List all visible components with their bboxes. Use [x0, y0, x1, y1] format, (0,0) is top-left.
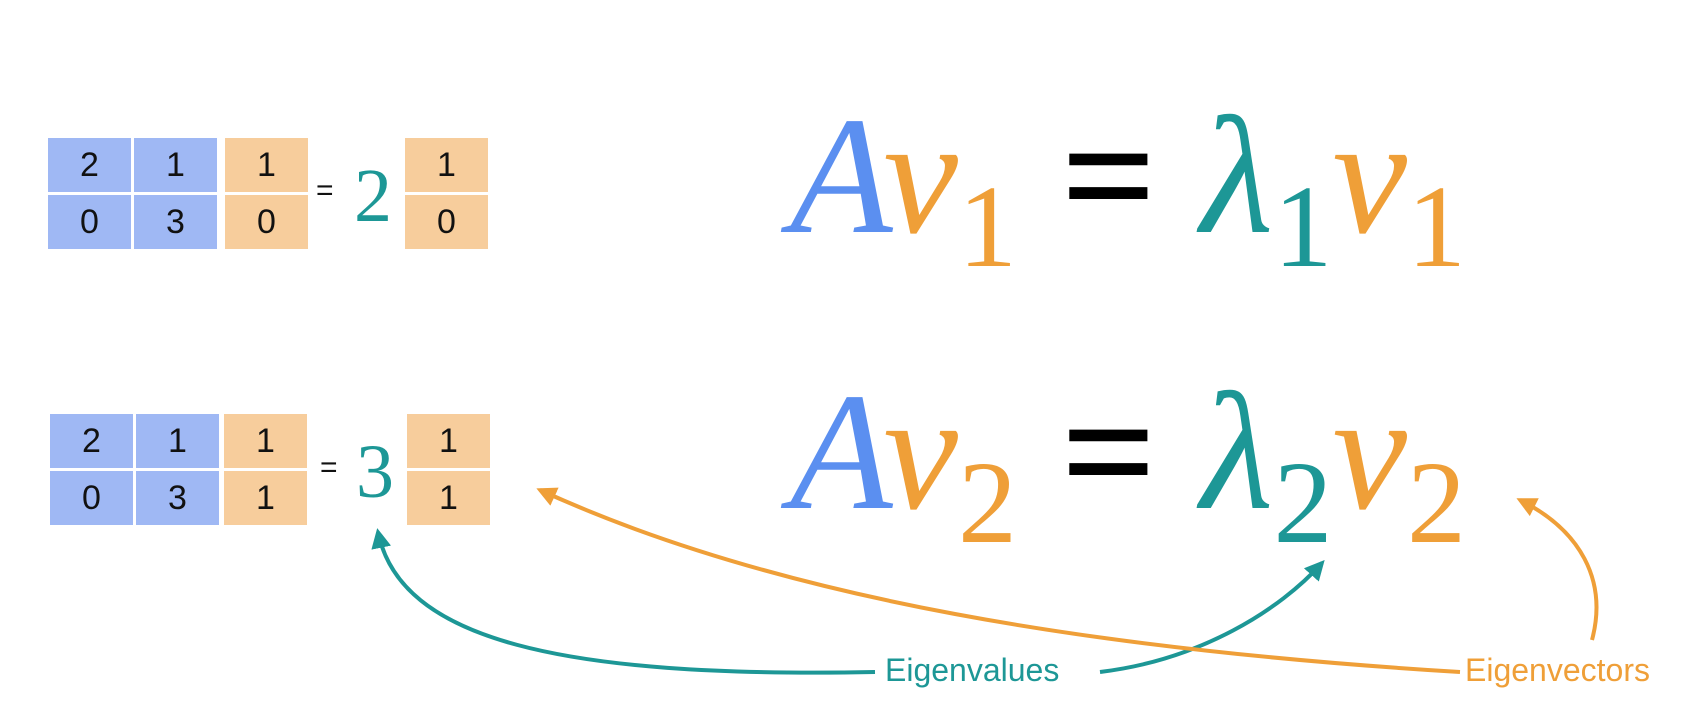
matrix-cell: 3	[134, 195, 217, 249]
matrix-a-row2: 2 1 0 3	[50, 414, 219, 525]
vector-subscript: 1	[1407, 161, 1467, 292]
vector-cell: 0	[225, 195, 308, 249]
eigen-equation-2: Av2=λ2v2	[790, 368, 1466, 562]
eigenvectors-label: Eigenvectors	[1465, 652, 1650, 688]
eigen-equation-1: Av1=λ1v1	[790, 92, 1466, 286]
vector-symbol: v	[883, 359, 958, 545]
lambda-subscript: 1	[1273, 161, 1333, 292]
equals-sign: =	[1060, 359, 1157, 545]
vector-cell: 1	[224, 414, 307, 468]
equals-sign: =	[316, 174, 334, 207]
vector-symbol: v	[883, 83, 958, 269]
vector-cell: 1	[225, 138, 308, 192]
matrix-symbol: A	[790, 83, 884, 269]
vector-cell: 1	[405, 138, 488, 192]
vector-cell: 1	[224, 471, 307, 525]
matrix-cell: 3	[136, 471, 219, 525]
eigenvector-arrow-to-vector	[536, 487, 1461, 674]
eigenvalue-scalar-1: 2	[354, 154, 392, 238]
vector-v1: 1 0	[225, 138, 308, 249]
matrix-cell: 1	[136, 414, 219, 468]
vector-v2: 1 1	[224, 414, 307, 525]
lambda-symbol: λ	[1200, 83, 1274, 269]
vector-cell: 1	[407, 471, 490, 525]
matrix-cell: 2	[50, 414, 133, 468]
result-vector-1: 1 0	[405, 138, 488, 249]
eigenvalue-scalar-2: 3	[356, 430, 394, 514]
vector-symbol: v	[1332, 359, 1408, 545]
matrix-symbol: A	[790, 359, 884, 545]
matrix-cell: 1	[134, 138, 217, 192]
vector-cell: 1	[407, 414, 490, 468]
matrix-cell: 2	[48, 138, 131, 192]
eigenvalue-arrow-to-scalar	[371, 528, 876, 675]
matrix-a-row1: 2 1 0 3	[48, 138, 217, 249]
eigenvalues-label: Eigenvalues	[885, 652, 1060, 688]
matrix-cell: 0	[48, 195, 131, 249]
equals-sign: =	[320, 451, 338, 484]
eigenvalue-arrow-to-lambda	[1099, 560, 1325, 674]
equals-sign: =	[1060, 83, 1157, 269]
vector-subscript: 2	[1407, 437, 1467, 568]
lambda-symbol: λ	[1200, 359, 1274, 545]
vector-subscript: 1	[957, 161, 1017, 292]
vector-cell: 0	[405, 195, 488, 249]
lambda-subscript: 2	[1273, 437, 1333, 568]
eigenvector-arrow-to-v2	[1516, 498, 1599, 641]
matrix-cell: 0	[50, 471, 133, 525]
vector-subscript: 2	[957, 437, 1017, 568]
result-vector-2: 1 1	[407, 414, 490, 525]
vector-symbol: v	[1332, 83, 1408, 269]
